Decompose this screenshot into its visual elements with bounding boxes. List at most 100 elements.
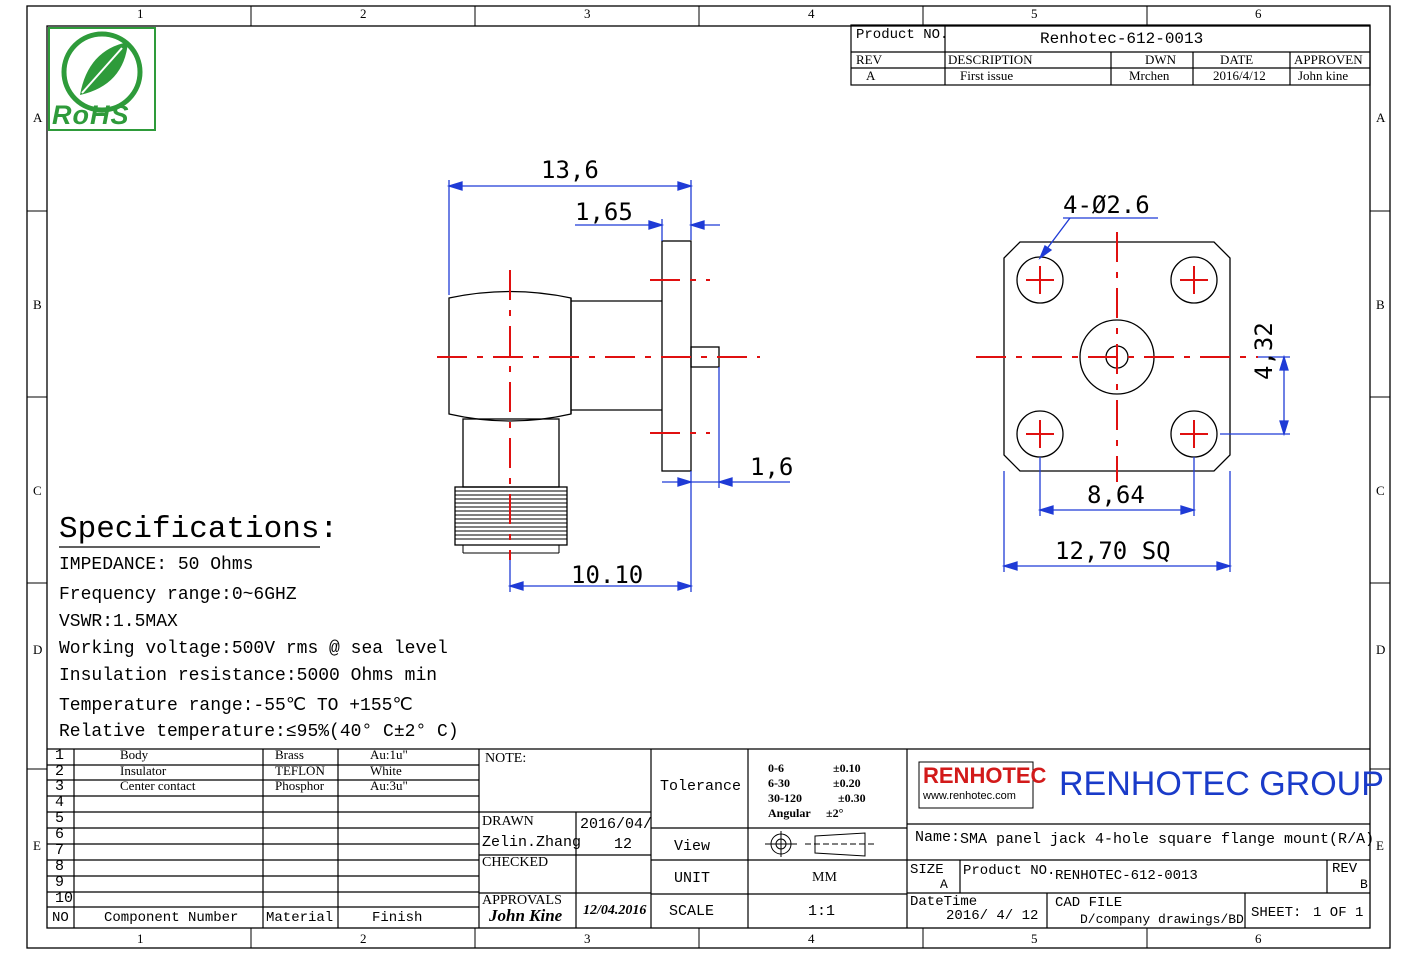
- company-name: RENHOTEC GROUP: [1059, 765, 1384, 803]
- tolerance-range-2: 6-30: [768, 776, 790, 790]
- tolerance-range-4: Angular: [768, 806, 811, 820]
- note-label: NOTE:: [485, 751, 527, 766]
- drawn-by: Zelin.Zhang: [482, 834, 582, 851]
- cad-label: CAD FILE: [1055, 895, 1123, 911]
- bom-row-no: 1: [55, 747, 65, 764]
- product-no-label-2: Product NO.: [963, 863, 1056, 879]
- bom-row-no: 6: [55, 826, 65, 843]
- spec-temperature: Temperature range:-55℃ TO +155℃: [59, 696, 413, 716]
- zone-col-1-bottom: 1: [137, 931, 144, 946]
- spec-humidity: Relative temperature:≤95%(40° C±2° C): [59, 722, 459, 742]
- bom-row-no: 9: [55, 874, 65, 891]
- cad-value: D/company drawings/BD: [1080, 912, 1244, 927]
- zone-col-4: 4: [808, 6, 815, 21]
- datetime-value: 2016/ 4/ 12: [946, 908, 1039, 924]
- dwn-value: Mrchen: [1129, 68, 1170, 83]
- size-label: SIZE: [910, 862, 944, 878]
- bom-row-no: 10: [55, 890, 74, 907]
- description-value: First issue: [960, 68, 1014, 83]
- zone-row-b: B: [33, 297, 42, 312]
- dim-flange-offset: 1,65: [575, 198, 633, 226]
- company-logo-text: RENHOTEC: [923, 763, 1047, 788]
- approvals-date: 12/04.2016: [583, 903, 647, 918]
- rev-value-2: B: [1360, 877, 1368, 892]
- zone-col-5-bottom: 5: [1031, 931, 1038, 946]
- checked-label: CHECKED: [482, 855, 549, 870]
- part-name-label: Name:: [915, 829, 961, 846]
- spec-frequency: Frequency range:0~6GHZ: [59, 585, 297, 605]
- zone-row-e-right: E: [1376, 838, 1384, 853]
- zone-row-b-right: B: [1376, 297, 1385, 312]
- bom-row-material: Brass: [275, 747, 304, 762]
- dim-hole-spacing: 8,64: [1087, 481, 1145, 509]
- zone-col-2-bottom: 2: [360, 931, 367, 946]
- zone-row-d-right: D: [1376, 642, 1386, 657]
- zone-row-a-right: A: [1376, 110, 1386, 125]
- description-header: DESCRIPTION: [948, 52, 1033, 67]
- bom-row-no: 5: [55, 810, 65, 827]
- dim-overall-length: 13,6: [541, 156, 599, 184]
- tolerance-range-1: 0-6: [768, 761, 784, 775]
- product-no-label: Product NO.: [856, 27, 949, 43]
- zone-col-5: 5: [1031, 6, 1038, 21]
- approven-header: APPROVEN: [1294, 52, 1363, 67]
- zone-row-c-right: C: [1376, 483, 1385, 498]
- zone-row-c: C: [33, 483, 42, 498]
- sheet-value: 1 OF 1: [1313, 905, 1364, 921]
- tolerance-value-1: ±0.10: [833, 761, 861, 775]
- tolerance-value-2: ±0.20: [833, 776, 861, 790]
- rev-label-2: REV: [1332, 861, 1358, 877]
- zone-col-4-bottom: 4: [808, 931, 815, 946]
- approvals-signature: John Kine: [489, 906, 563, 925]
- approven-value: John kine: [1298, 68, 1349, 83]
- bom-row-component: Insulator: [120, 763, 167, 778]
- zone-col-1: 1: [137, 6, 144, 21]
- bom-row-material: TEFLON: [275, 763, 325, 778]
- zone-col-6-bottom: 6: [1255, 931, 1262, 946]
- zone-col-2: 2: [360, 6, 367, 21]
- scale-label: SCALE: [669, 903, 715, 920]
- dim-pin-length: 1,6: [750, 453, 794, 481]
- dwn-header: DWN: [1145, 52, 1177, 67]
- rohs-text: RoHS: [52, 100, 130, 130]
- spec-vswr: VSWR:1.5MAX: [59, 612, 178, 632]
- tolerance-value-4: ±2°: [826, 806, 844, 820]
- dim-flange-square: 12,70 SQ: [1055, 537, 1171, 565]
- date-value: 2016/4/12: [1213, 68, 1266, 83]
- drawn-label: DRAWN: [482, 814, 534, 829]
- dim-axis-to-flange: 10.10: [571, 561, 644, 589]
- date-header: DATE: [1220, 52, 1254, 67]
- rohs-logo: [48, 27, 156, 131]
- specifications-title: Specifications:: [59, 512, 339, 547]
- bom-row-no: 2: [55, 763, 65, 780]
- bom-row-finish: White: [370, 763, 402, 778]
- product-no-value-2: RENHOTEC-612-0013: [1055, 868, 1198, 884]
- bom-row-finish: Au:1u": [370, 747, 408, 762]
- spec-insulation: Insulation resistance:5000 Ohms min: [59, 666, 438, 686]
- tolerance-range-3: 30-120: [768, 791, 802, 805]
- company-logo-url: www.renhotec.com: [923, 790, 1016, 802]
- sheet-label: SHEET:: [1251, 905, 1302, 921]
- zone-col-3-bottom: 3: [584, 931, 591, 946]
- tolerance-value-3: ±0.30: [838, 791, 866, 805]
- zone-row-e: E: [33, 838, 41, 853]
- part-name: SMA panel jack 4-hole square flange moun…: [960, 831, 1375, 848]
- drawn-date-2: 12: [614, 836, 633, 853]
- zone-col-3: 3: [584, 6, 591, 21]
- spec-impedance: IMPEDANCE: 50 Ohms: [59, 555, 254, 575]
- zone-row-d: D: [33, 642, 43, 657]
- bom-header-no: NO: [52, 910, 69, 926]
- unit-value: MM: [812, 870, 837, 885]
- bom-row-no: 8: [55, 858, 65, 875]
- approvals-label: APPROVALS: [482, 893, 562, 908]
- bom-row-component: Center contact: [120, 778, 196, 793]
- bom-row-no: 7: [55, 842, 65, 859]
- rev-value: A: [866, 68, 876, 83]
- size-value: A: [940, 877, 948, 892]
- bom-row-component: Body: [120, 747, 149, 762]
- spec-voltage: Working voltage:500V rms @ sea level: [59, 639, 448, 659]
- unit-label: UNIT: [674, 870, 711, 887]
- bom-row-no: 4: [55, 794, 65, 811]
- bom-header-finish: Finish: [372, 910, 423, 926]
